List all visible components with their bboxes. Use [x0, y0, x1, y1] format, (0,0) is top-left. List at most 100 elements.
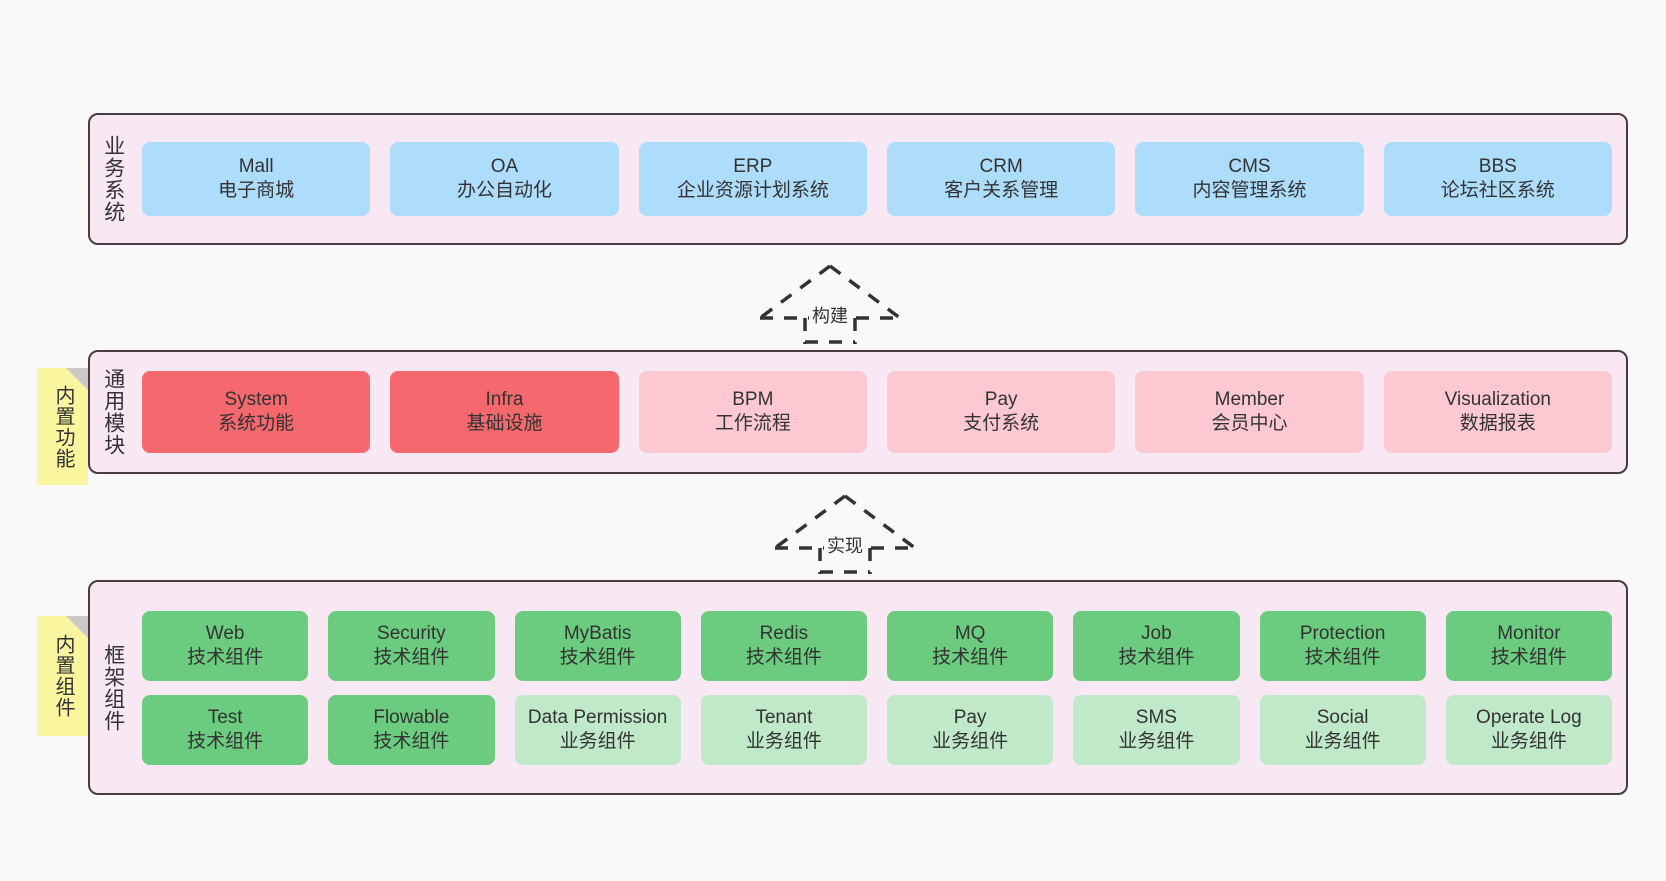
card-subtitle: 业务组件 — [1304, 730, 1381, 752]
card-subtitle: 技术组件 — [745, 646, 822, 668]
card-test[interactable]: Test 技术组件 — [142, 694, 309, 765]
card-subtitle: 业务组件 — [1118, 730, 1195, 752]
card-subtitle: 技术组件 — [187, 730, 264, 752]
card-title: BBS — [1478, 156, 1517, 178]
card-subtitle: 工作流程 — [714, 413, 791, 434]
card-title: CMS — [1228, 156, 1271, 178]
layer-business-system: 业务系统 Mall 电子商城 OA 办公自动化 ERP 企业资源计划系统 CRM… — [88, 113, 1628, 245]
card-title: System — [224, 389, 288, 411]
card-bbs[interactable]: BBS 论坛社区系统 — [1383, 142, 1612, 216]
card-erp[interactable]: ERP 企业资源计划系统 — [638, 142, 867, 216]
card-cms[interactable]: CMS 内容管理系统 — [1135, 142, 1364, 216]
card-subtitle: 技术组件 — [1304, 646, 1381, 668]
card-crm[interactable]: CRM 客户关系管理 — [886, 142, 1116, 216]
card-mall[interactable]: Mall 电子商城 — [142, 142, 371, 216]
dashed-up-arrow-icon — [773, 494, 917, 574]
card-subtitle: 支付系统 — [963, 413, 1040, 434]
layer-body-common-module: System 系统功能 Infra 基础设施 BPM 工作流程 Pay 支付系统… — [136, 352, 1626, 472]
card-sms[interactable]: SMS 业务组件 — [1073, 694, 1240, 765]
note-label: 内置组件 — [52, 634, 74, 718]
connector-implement: 实现 — [770, 492, 920, 574]
card-subtitle: 电子商城 — [218, 180, 295, 201]
card-redis[interactable]: Redis 技术组件 — [700, 610, 867, 681]
card-protection[interactable]: Protection 技术组件 — [1259, 610, 1426, 681]
card-title: SMS — [1135, 706, 1177, 728]
layer-common-module: 通用模块 System 系统功能 Infra 基础设施 BPM 工作流程 Pay… — [88, 350, 1628, 474]
card-subtitle: 客户关系管理 — [944, 180, 1059, 201]
card-visualization[interactable]: Visualization 数据报表 — [1383, 371, 1612, 453]
card-job[interactable]: Job 技术组件 — [1073, 610, 1240, 681]
card-title: Social — [1316, 706, 1369, 728]
card-title: Member — [1214, 389, 1285, 411]
layer-body-framework-component: Web 技术组件 Security 技术组件 MyBatis 技术组件 Redi… — [136, 582, 1626, 793]
card-infra[interactable]: Infra 基础设施 — [390, 371, 619, 453]
card-flowable[interactable]: Flowable 技术组件 — [328, 694, 495, 765]
card-subtitle: 内容管理系统 — [1192, 180, 1307, 201]
card-data-permission[interactable]: Data Permission 业务组件 — [514, 694, 681, 765]
card-subtitle: 技术组件 — [373, 730, 450, 752]
card-subtitle: 数据报表 — [1459, 413, 1536, 434]
card-subtitle: 技术组件 — [932, 646, 1009, 668]
card-title: Monitor — [1497, 622, 1561, 644]
card-subtitle: 技术组件 — [559, 646, 636, 668]
card-subtitle: 会员中心 — [1211, 413, 1288, 434]
card-title: MyBatis — [563, 622, 632, 644]
note-builtin-features: 内置功能 — [37, 368, 88, 485]
card-operate-log[interactable]: Operate Log 业务组件 — [1445, 694, 1612, 765]
card-security[interactable]: Security 技术组件 — [328, 610, 495, 681]
card-title: Redis — [759, 622, 809, 644]
card-monitor[interactable]: Monitor 技术组件 — [1445, 610, 1612, 681]
card-subtitle: 技术组件 — [1118, 646, 1195, 668]
layer-title-common-module: 通用模块 — [101, 368, 125, 456]
note-fold-icon — [66, 616, 88, 638]
card-pay[interactable]: Pay 支付系统 — [886, 371, 1116, 453]
connector-label-implement: 实现 — [824, 532, 866, 558]
card-mybatis[interactable]: MyBatis 技术组件 — [514, 610, 681, 681]
card-title: Web — [205, 622, 245, 644]
card-title: Test — [207, 706, 243, 728]
card-title: BPM — [732, 389, 774, 411]
card-title: Mall — [238, 156, 274, 178]
card-title: Pay — [953, 706, 987, 728]
card-subtitle: 业务组件 — [1490, 730, 1567, 752]
card-title: Protection — [1299, 622, 1386, 644]
card-subtitle: 基础设施 — [466, 413, 543, 434]
connector-build: 构建 — [755, 262, 905, 344]
card-tenant[interactable]: Tenant 业务组件 — [700, 694, 867, 765]
card-title: Security — [377, 622, 446, 644]
note-label: 内置功能 — [52, 384, 74, 469]
card-title: Flowable — [373, 706, 450, 728]
card-subtitle: 技术组件 — [187, 646, 264, 668]
card-title: Operate Log — [1476, 706, 1582, 728]
card-subtitle: 业务组件 — [559, 730, 636, 752]
card-social[interactable]: Social 业务组件 — [1259, 694, 1426, 765]
card-title: Infra — [485, 389, 524, 411]
card-subtitle: 论坛社区系统 — [1440, 180, 1555, 201]
card-subtitle: 系统功能 — [218, 413, 295, 434]
card-title: MQ — [954, 622, 986, 644]
card-system[interactable]: System 系统功能 — [142, 371, 371, 453]
card-web[interactable]: Web 技术组件 — [142, 610, 309, 681]
connector-label-build: 构建 — [809, 302, 851, 328]
card-pay-component[interactable]: Pay 业务组件 — [887, 694, 1054, 765]
note-fold-icon — [66, 368, 88, 390]
card-row: System 系统功能 Infra 基础设施 BPM 工作流程 Pay 支付系统… — [142, 371, 1612, 453]
card-subtitle: 技术组件 — [1490, 646, 1567, 668]
card-title: Data Permission — [527, 706, 668, 728]
card-bpm[interactable]: BPM 工作流程 — [638, 371, 867, 453]
card-title: Pay — [984, 389, 1018, 411]
layer-body-business-system: Mall 电子商城 OA 办公自动化 ERP 企业资源计划系统 CRM 客户关系… — [136, 115, 1626, 243]
card-title: ERP — [733, 156, 773, 178]
card-subtitle: 业务组件 — [745, 730, 822, 752]
layer-title-framework-component: 框架组件 — [101, 643, 125, 732]
layer-framework-component: 框架组件 Web 技术组件 Security 技术组件 MyBatis 技术组件… — [88, 580, 1628, 795]
card-subtitle: 业务组件 — [932, 730, 1009, 752]
card-oa[interactable]: OA 办公自动化 — [390, 142, 619, 216]
card-title: Job — [1141, 622, 1172, 644]
note-builtin-components: 内置组件 — [37, 616, 88, 736]
card-mq[interactable]: MQ 技术组件 — [887, 610, 1054, 681]
dashed-up-arrow-icon — [758, 264, 902, 344]
card-title: OA — [490, 156, 519, 178]
card-member[interactable]: Member 会员中心 — [1135, 371, 1364, 453]
card-subtitle: 技术组件 — [373, 646, 450, 668]
